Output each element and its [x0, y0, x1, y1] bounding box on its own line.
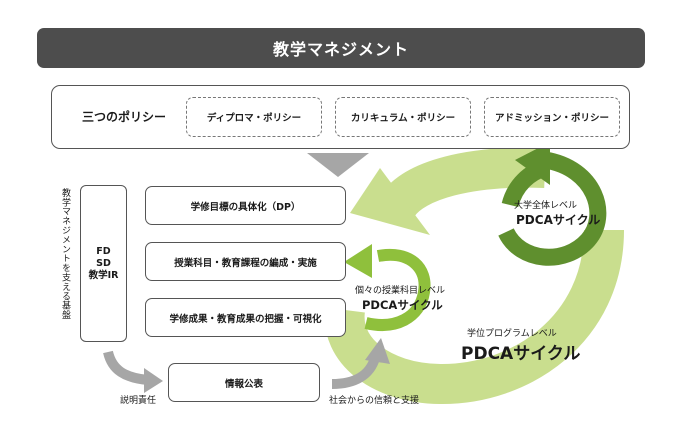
- down-arrow-icon: [307, 153, 369, 177]
- university-cycle-arrow-icon: [498, 142, 607, 266]
- course-cycle-level: 個々の授業科目レベル: [355, 286, 446, 296]
- information-disclosure-box: 情報公表: [168, 363, 320, 402]
- accountability-label: 説明責任: [120, 396, 157, 406]
- curriculum-policy: カリキュラム・ポリシー: [335, 97, 471, 137]
- to-info-arrow-icon: [103, 350, 163, 393]
- sd-label: SD: [96, 257, 111, 269]
- process-box-dp: 学修目標の具体化（DP）: [145, 186, 346, 225]
- support-foundation-label: 教学マネジメントを支える基盤: [60, 188, 70, 320]
- page-title: 教学マネジメント: [37, 28, 645, 68]
- course-cycle-arrow-icon: [344, 244, 431, 331]
- fd-label: FD: [96, 245, 111, 257]
- program-cycle-arrow-icon: [324, 147, 624, 405]
- three-policies-label: 三つのポリシー: [82, 110, 167, 124]
- foundation-box: FD SD 教学IR: [80, 185, 127, 342]
- admission-policy: アドミッション・ポリシー: [484, 97, 620, 137]
- university-cycle-level: 大学全体レベル: [514, 201, 578, 211]
- to-society-arrow-icon: [331, 338, 390, 389]
- policy-container: [51, 85, 630, 149]
- society-trust-label: 社会からの信頼と支援: [329, 396, 420, 406]
- process-box-outcomes: 学修成果・教育成果の把握・可視化: [145, 298, 346, 337]
- process-box-curriculum: 授業科目・教育課程の編成・実施: [145, 242, 346, 281]
- ir-label: 教学IR: [88, 269, 119, 281]
- diploma-policy: ディプロマ・ポリシー: [186, 97, 322, 137]
- university-cycle-name: PDCAサイクル: [516, 213, 601, 227]
- program-cycle-name: PDCAサイクル: [461, 344, 581, 364]
- course-cycle-name: PDCAサイクル: [362, 298, 443, 312]
- program-cycle-level: 学位プログラムレベル: [467, 329, 557, 339]
